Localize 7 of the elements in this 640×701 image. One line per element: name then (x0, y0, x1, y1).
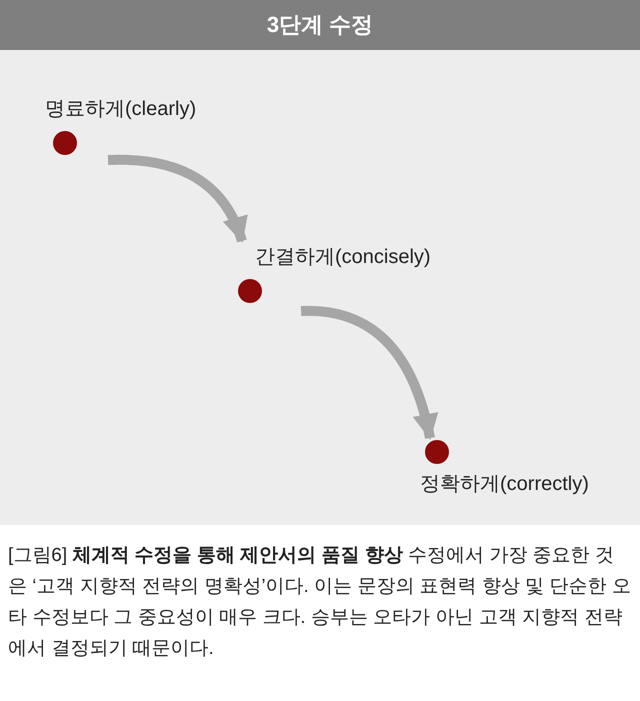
figure-caption: [그림6] 체계적 수정을 통해 제안서의 품질 향상 수정에서 가장 중요한 것은 ‘고객 지향적 전략의 명확성’이다. 이는 문장의 표현력 향상 및 단순한 오타 수정보다 그 중요성이 매우 크다. 승부는 오타가 아닌 고객 지향적 전략에서 결정되기 때문이다. (8, 544, 632, 661)
curved-arrow (300, 306, 438, 440)
point-label: 명료하게(clearly) (45, 97, 198, 122)
diagram-title: 3단계 수정 (0, 0, 640, 50)
curved-arrow (108, 154, 247, 243)
point-label: 정확하게(correctly) (420, 472, 590, 497)
point-label: 간결하게(concisely) (255, 245, 432, 270)
